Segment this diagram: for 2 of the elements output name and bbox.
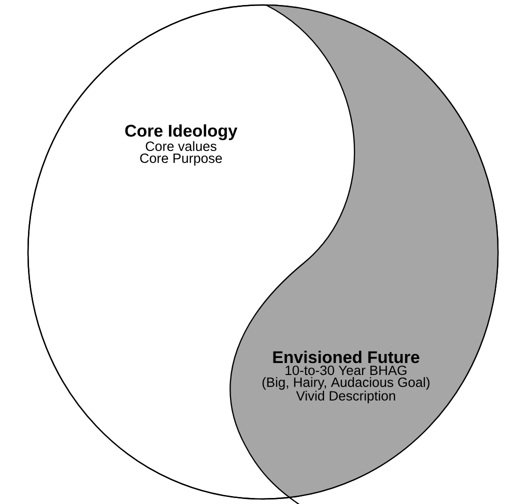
node-label: Core Purpose: [140, 153, 222, 166]
node-label: Core values: [146, 141, 216, 152]
